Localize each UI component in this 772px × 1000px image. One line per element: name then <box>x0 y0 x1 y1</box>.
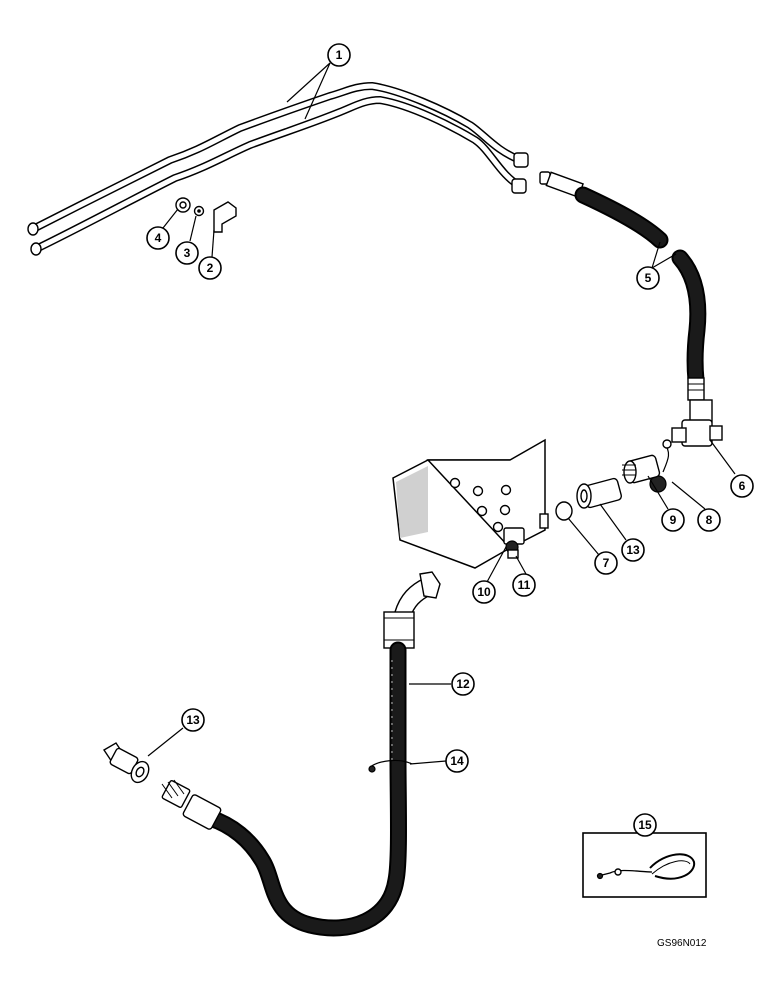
callout-11: 11 <box>512 573 536 597</box>
callout-6: 6 <box>730 474 754 498</box>
leader-lines <box>147 62 736 836</box>
callout-label: 12 <box>456 677 470 691</box>
callout-label: 8 <box>706 513 713 527</box>
callout-label: 1 <box>336 48 343 62</box>
bracket <box>392 438 549 569</box>
coupler-9 <box>622 454 661 484</box>
tee-fitting <box>671 399 723 447</box>
callout-label: 13 <box>626 543 640 557</box>
callout-label: 3 <box>184 246 191 260</box>
strap-14 <box>368 759 413 773</box>
callout-label: 2 <box>207 261 214 275</box>
o-ring <box>555 501 573 521</box>
callout-label: 7 <box>603 556 610 570</box>
callout-label: 10 <box>477 585 491 599</box>
callout-5: 5 <box>636 266 660 290</box>
callout-13-lower: 13 <box>181 708 205 732</box>
washer <box>193 205 205 217</box>
coupler-13-lower <box>103 742 150 784</box>
callout-label: 11 <box>518 578 531 592</box>
callout-13-upper: 13 <box>621 538 645 562</box>
nut <box>175 197 191 213</box>
coupler-13-upper <box>576 477 623 509</box>
callout-12: 12 <box>451 672 475 696</box>
callout-4: 4 <box>146 226 170 250</box>
callout-label: 6 <box>739 479 746 493</box>
bulkhead-fitting <box>503 527 525 559</box>
callout-14: 14 <box>445 749 469 773</box>
callout-label: 9 <box>670 513 677 527</box>
callout-7: 7 <box>594 551 618 575</box>
drawing-code: GS96N012 <box>657 938 707 949</box>
callout-3: 3 <box>175 241 199 265</box>
callout-1: 1 <box>327 43 351 67</box>
callout-label: 14 <box>450 754 464 768</box>
steel-tubes <box>27 82 529 256</box>
hose-12 <box>161 571 441 937</box>
callout-10: 10 <box>472 580 496 604</box>
inset-box <box>582 832 707 898</box>
callout-8: 8 <box>697 508 721 532</box>
callout-9: 9 <box>661 508 685 532</box>
callout-label: 5 <box>645 271 652 285</box>
callout-2: 2 <box>198 256 222 280</box>
callout-15: 15 <box>633 813 657 837</box>
clamp <box>213 201 237 233</box>
hose-5 <box>539 171 707 401</box>
callout-label: 13 <box>186 713 200 727</box>
callout-label: 15 <box>638 818 652 832</box>
callout-label: 4 <box>155 231 162 245</box>
